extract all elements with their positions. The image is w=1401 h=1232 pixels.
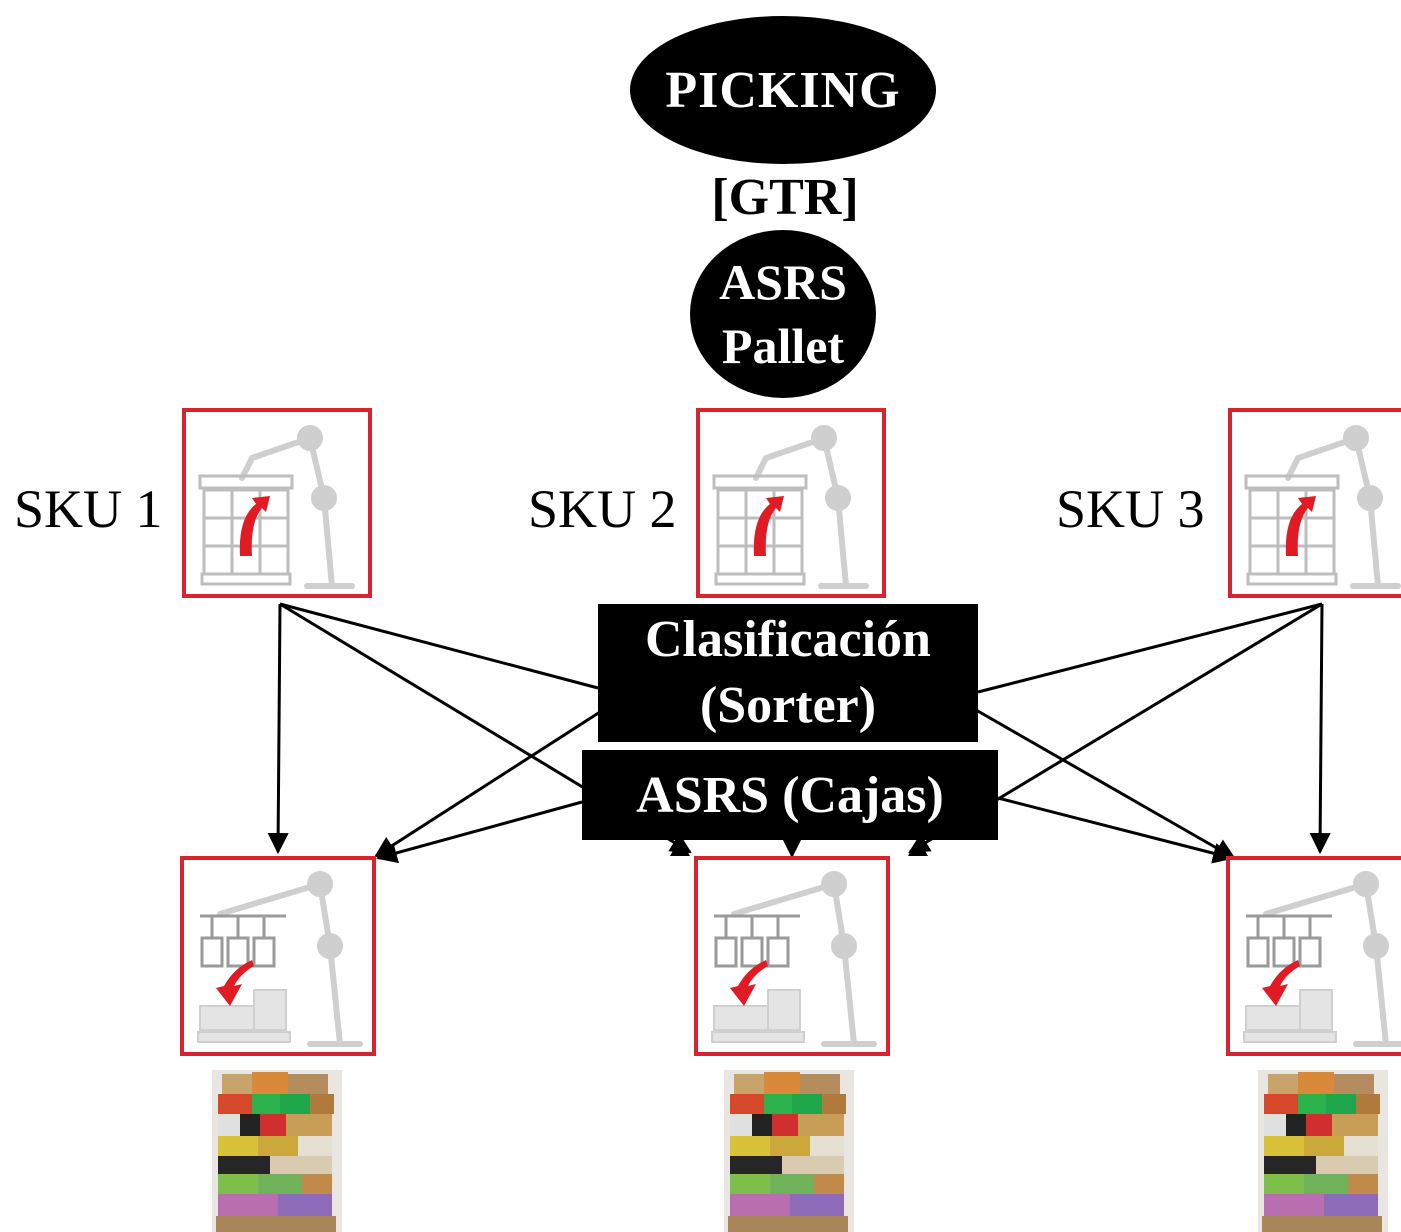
arrow-cajas-to-out3: [997, 796, 1235, 864]
arrow-sorter-to-out1: [374, 710, 601, 858]
asrs-cajas-label: ASRS (Cajas): [636, 766, 944, 824]
mixed-pallet-image: [1258, 1070, 1388, 1232]
palletizing-robot-icon: [694, 856, 890, 1056]
line-sku1-to-sorter: [279, 602, 599, 690]
asrs-pallet-line2: Pallet: [721, 318, 845, 374]
asrs-pallet-line1: ASRS: [719, 254, 847, 310]
depalletizing-robot-icon: [1228, 408, 1401, 598]
sorter-line2: (Sorter): [699, 677, 877, 734]
depalletizing-robot-icon: [182, 408, 372, 598]
mixed-pallet-image: [724, 1070, 854, 1232]
sku-label-1: SKU 1: [14, 479, 163, 539]
palletizing-robot-icon: [1226, 856, 1401, 1056]
sku-label-3: SKU 3: [1056, 479, 1205, 539]
arrowhead-right: [908, 838, 928, 856]
arrow-sorter-to-out3: [975, 708, 1236, 860]
arrow-sku1-to-out1: [267, 603, 289, 855]
gtr-label: [GTR]: [711, 169, 859, 226]
asrs-pallet-node: ASRS Pallet: [690, 230, 876, 398]
arrow-cajas-to-out1: [375, 800, 583, 864]
depalletizing-robot-icon: [696, 408, 886, 598]
asrs-cajas-node: ASRS (Cajas): [582, 750, 998, 840]
sorter-node: Clasificación (Sorter): [598, 604, 978, 742]
picking-label: PICKING: [665, 61, 901, 119]
sorter-line1: Clasificación: [645, 611, 931, 668]
mixed-pallet-image: [212, 1070, 342, 1232]
line-sku3-to-sorter: [977, 602, 1323, 694]
cajas-output-arrowheads: [670, 838, 928, 856]
arrow-sku3-to-out3: [1309, 603, 1331, 855]
picking-node: PICKING: [630, 16, 936, 164]
sku-label-2: SKU 2: [528, 479, 677, 539]
palletizing-robot-icon: [180, 856, 376, 1056]
arrowhead-left: [670, 838, 690, 856]
